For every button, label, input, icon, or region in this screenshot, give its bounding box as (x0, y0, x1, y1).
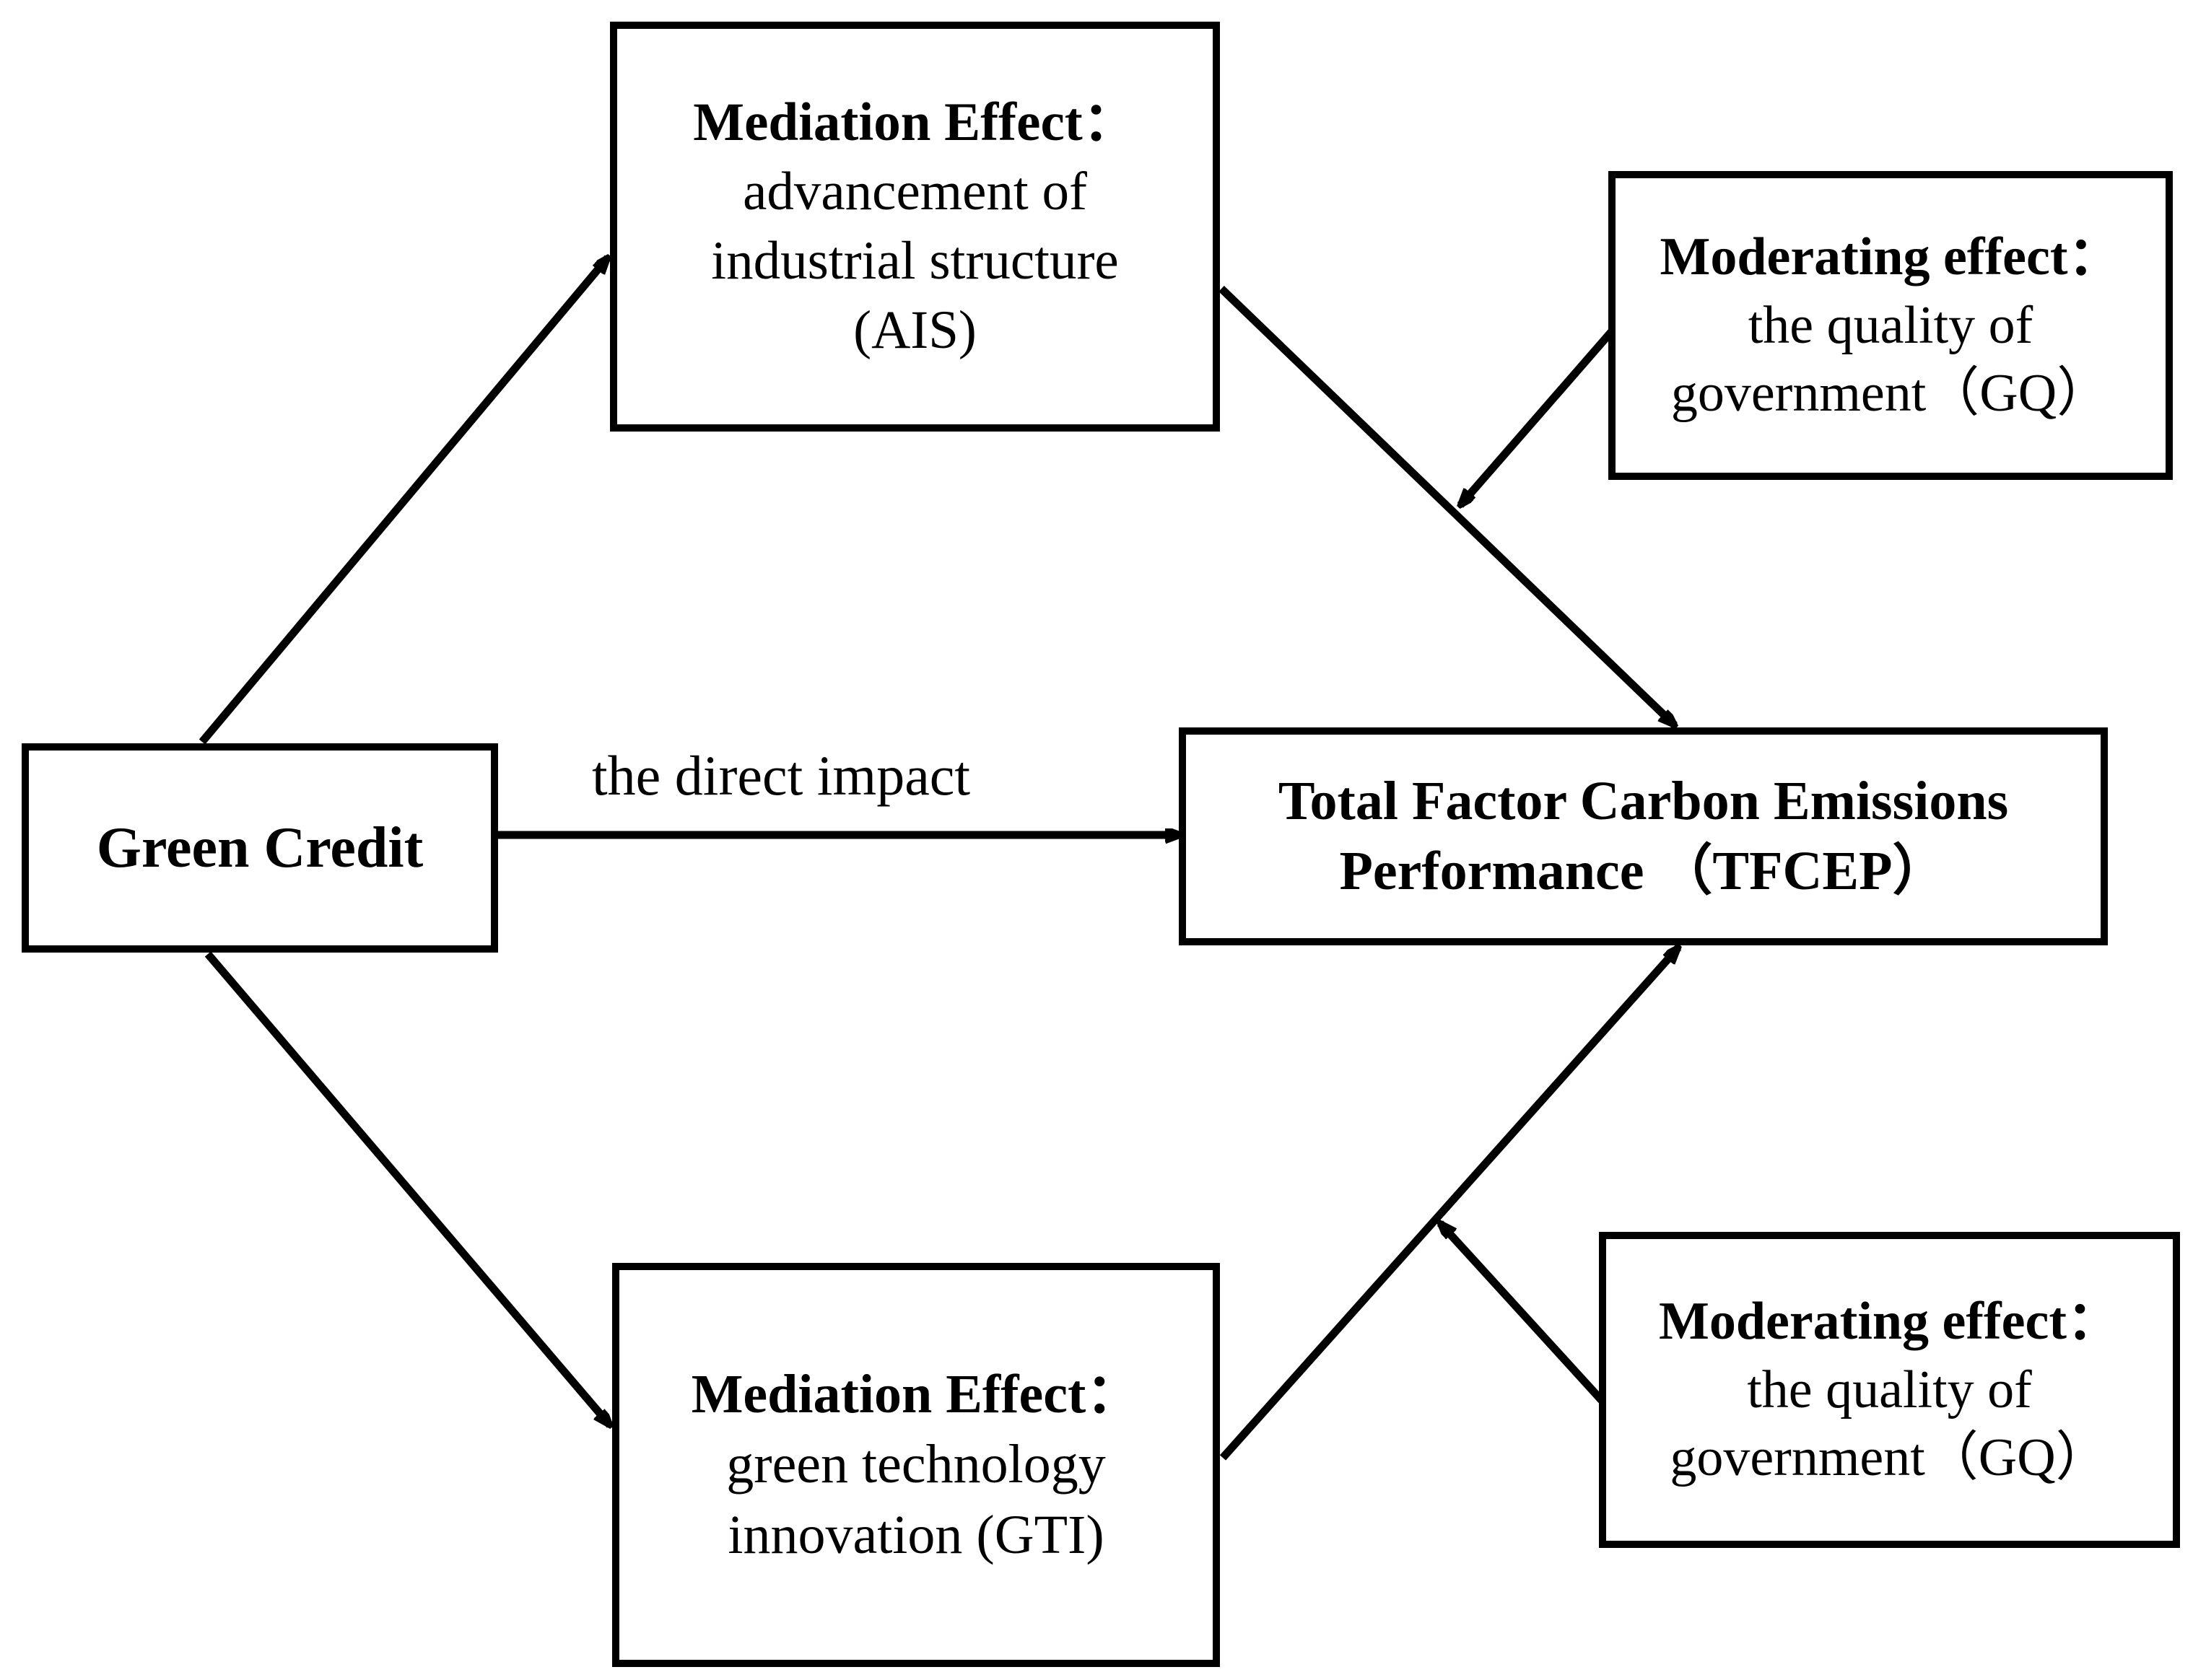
node-ais-line-4: (AIS) (853, 300, 977, 360)
node-gti-line-1: Mediation Effect： (691, 1364, 1141, 1425)
node-green-credit-line-1: Green Credit (96, 815, 424, 880)
node-ais-line-1: Mediation Effect： (693, 92, 1137, 152)
edge-green-credit-to-ais (199, 258, 608, 745)
node-gq-top-line-2: the quality of (1748, 295, 2033, 355)
node-gq-bottom-line-2: the quality of (1747, 1360, 2032, 1419)
edge-ais-to-tfcep (1218, 286, 1675, 725)
edge-green-credit-to-gti (204, 951, 610, 1425)
node-gti-line-2: green technology (726, 1434, 1106, 1495)
edge-gq-top-to-ais-tfcep-path (1460, 329, 1615, 505)
edge-gti-to-tfcep (1219, 948, 1678, 1461)
node-moderating-effect-gq-bottom[interactable]: Moderating effect： the quality of govern… (1599, 1232, 2180, 1548)
node-mediation-effect-ais[interactable]: Mediation Effect： advancement of industr… (610, 22, 1220, 432)
node-gq-bottom-line-1: Moderating effect： (1658, 1291, 2120, 1351)
node-tfcep[interactable]: Total Factor Carbon Emissions Performanc… (1179, 727, 2108, 945)
node-gti-line-3: innovation (GTI) (728, 1504, 1104, 1565)
node-gq-top-line-3: government（GQ） (1670, 364, 2111, 424)
node-ais-line-2: advancement of (743, 162, 1087, 222)
node-gq-top-line-1: Moderating effect： (1660, 227, 2122, 286)
node-ais-line-3: industrial structure (711, 231, 1119, 291)
node-moderating-effect-gq-top[interactable]: Moderating effect： the quality of govern… (1608, 171, 2173, 480)
node-tfcep-line-1: Total Factor Carbon Emissions (1278, 770, 2009, 831)
edge-label-direct-impact: the direct impact (592, 744, 971, 807)
edge-gq-bottom-to-gti-tfcep-path (1440, 1223, 1608, 1406)
node-mediation-effect-gti[interactable]: Mediation Effect： green technology innov… (612, 1263, 1220, 1667)
node-gq-bottom-line-3: government（GQ） (1670, 1428, 2109, 1488)
node-tfcep-line-2: Performance （TFCEP） (1339, 841, 1948, 901)
node-green-credit[interactable]: Green Credit (22, 743, 498, 953)
